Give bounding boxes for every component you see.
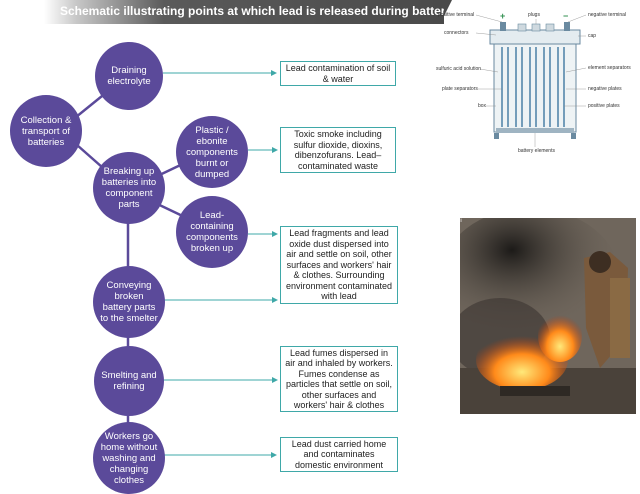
node-lead-components: Lead-containing components broken up [176,196,248,268]
effect-smelting: Lead fumes dispersed in air and inhaled … [280,346,398,412]
photo-number: ii [459,218,462,224]
minus-sign: − [563,12,568,21]
effect-workers: Lead dust carried home and contaminates … [280,437,398,472]
fire-smoke-photo [460,218,636,414]
label-plugs: plugs [528,12,540,18]
effect-draining: Lead contamination of soil & water [280,61,396,86]
plus-sign: + [500,12,505,21]
label-positive-terminal: positive terminal [438,12,474,18]
label-positive-plates: positive plates [588,103,620,109]
node-breaking: Breaking up batteries into component par… [93,152,165,224]
label-negative-terminal: negative terminal [588,12,626,18]
label-cap: cap [588,33,596,39]
battery-drawing [436,2,636,160]
label-battery-elements: battery elements [518,148,555,154]
label-element-separators: element separators [588,65,631,71]
effect-lead-components: Lead fragments and lead oxide dust dispe… [280,226,398,304]
label-connectors: connectors [444,30,468,36]
label-box: box [478,103,486,109]
node-plastic: Plastic / ebonite components burnt or du… [176,116,248,188]
battery-diagram: + − positive terminal plugs negative ter… [436,2,636,160]
effect-plastic: Toxic smoke including sulfur dioxide, di… [280,127,396,173]
label-sulfuric-acid: sulfuric acid solution [436,66,481,72]
node-conveying: Conveying broken battery parts to the sm… [93,266,165,338]
node-workers: Workers go home without washing and chan… [93,422,165,494]
photo-illustration [460,218,636,414]
label-negative-plates: negative plates [588,86,622,92]
node-smelting: Smelting and refining [94,346,164,416]
node-draining: Draining electrolyte [95,42,163,110]
label-plate-separators: plate separators [442,86,478,92]
node-collection: Collection & transport of batteries [10,95,82,167]
